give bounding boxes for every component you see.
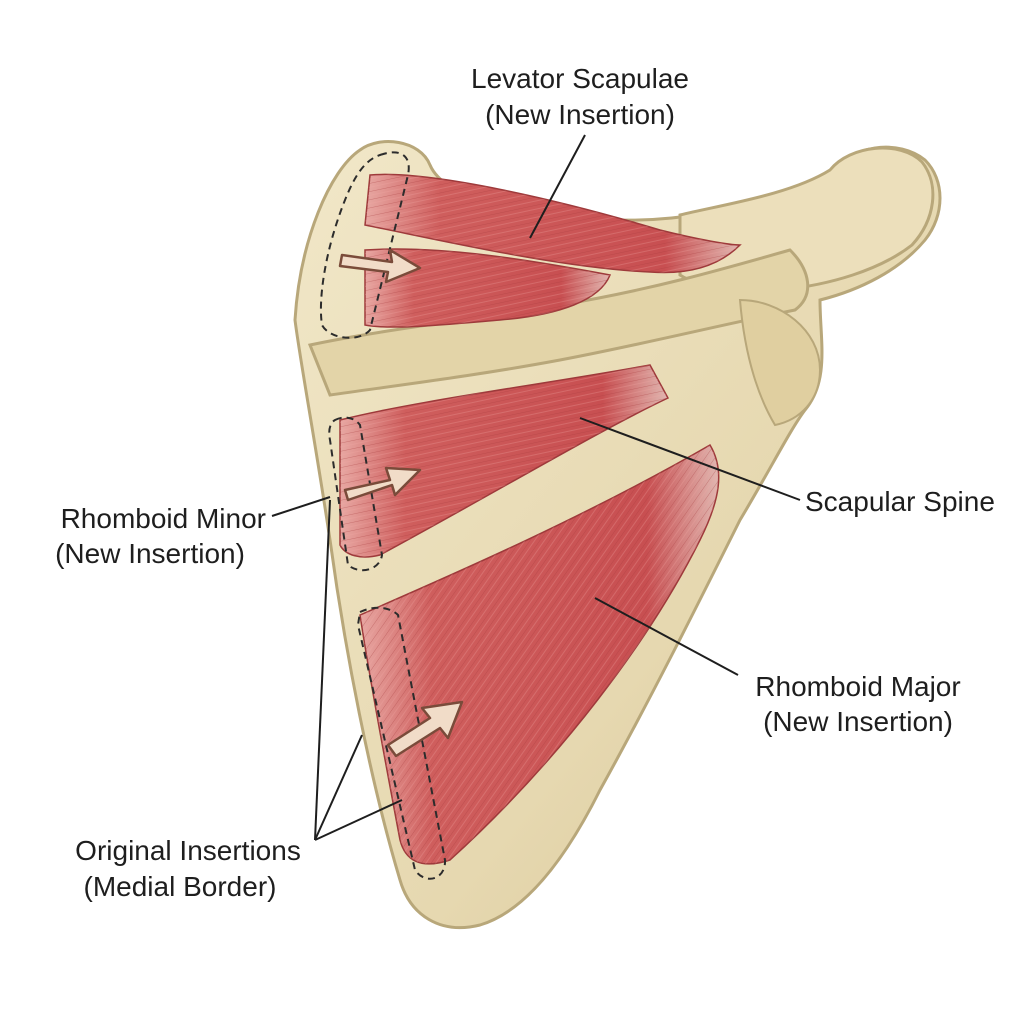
original-leader-line-2 [314, 734, 363, 841]
scapular-spine-leader-line [579, 417, 801, 501]
rhomboid-major-leader-line [594, 597, 739, 676]
glenoid-region [738, 298, 822, 427]
leader-lines [271, 134, 801, 841]
rhomboid-major-muscle [359, 443, 720, 865]
original-label-line2: (Medial Border) [84, 871, 277, 902]
rhomboid-minor-label-line2: (New Insertion) [55, 538, 245, 569]
levator-leader-line [529, 134, 586, 239]
rhomboid-minor-label-line1: Rhomboid Minor [61, 503, 266, 534]
rhomboid-major-label-line1: Rhomboid Major [755, 671, 960, 702]
levator-original-outline [319, 151, 410, 339]
rhomboid-major-original-outline [356, 606, 447, 880]
rhomboid-minor-original-outline [328, 416, 384, 572]
label-levator-scapulae: Levator Scapulae (New Insertion) [471, 63, 689, 130]
original-leader-line-3 [314, 799, 403, 841]
original-label-line1: Original Insertions [75, 835, 301, 866]
rhomboid-minor-muscle [339, 364, 670, 558]
rhomboid-minor-leader-line [271, 496, 331, 517]
label-rhomboid-major: Rhomboid Major (New Insertion) [755, 671, 960, 737]
original-insertion-outlines [319, 151, 447, 880]
rhomboid-minor-transfer-arrow [343, 466, 422, 502]
levator-scapulae-muscle [364, 173, 742, 328]
rhomboid-major-label-line2: (New Insertion) [763, 706, 953, 737]
label-scapular-spine: Scapular Spine [805, 486, 995, 517]
levator-label-line1: Levator Scapulae [471, 63, 689, 94]
levator-transfer-arrow [338, 248, 422, 284]
label-rhomboid-minor: Rhomboid Minor (New Insertion) [55, 503, 266, 569]
rhomboid-major-transfer-arrow [386, 700, 464, 758]
transfer-arrows [338, 248, 464, 758]
scapular-spine-label: Scapular Spine [805, 486, 995, 517]
label-original-insertions: Original Insertions (Medial Border) [75, 835, 301, 902]
original-leader-line-1 [314, 499, 331, 841]
levator-label-line2: (New Insertion) [485, 99, 675, 130]
